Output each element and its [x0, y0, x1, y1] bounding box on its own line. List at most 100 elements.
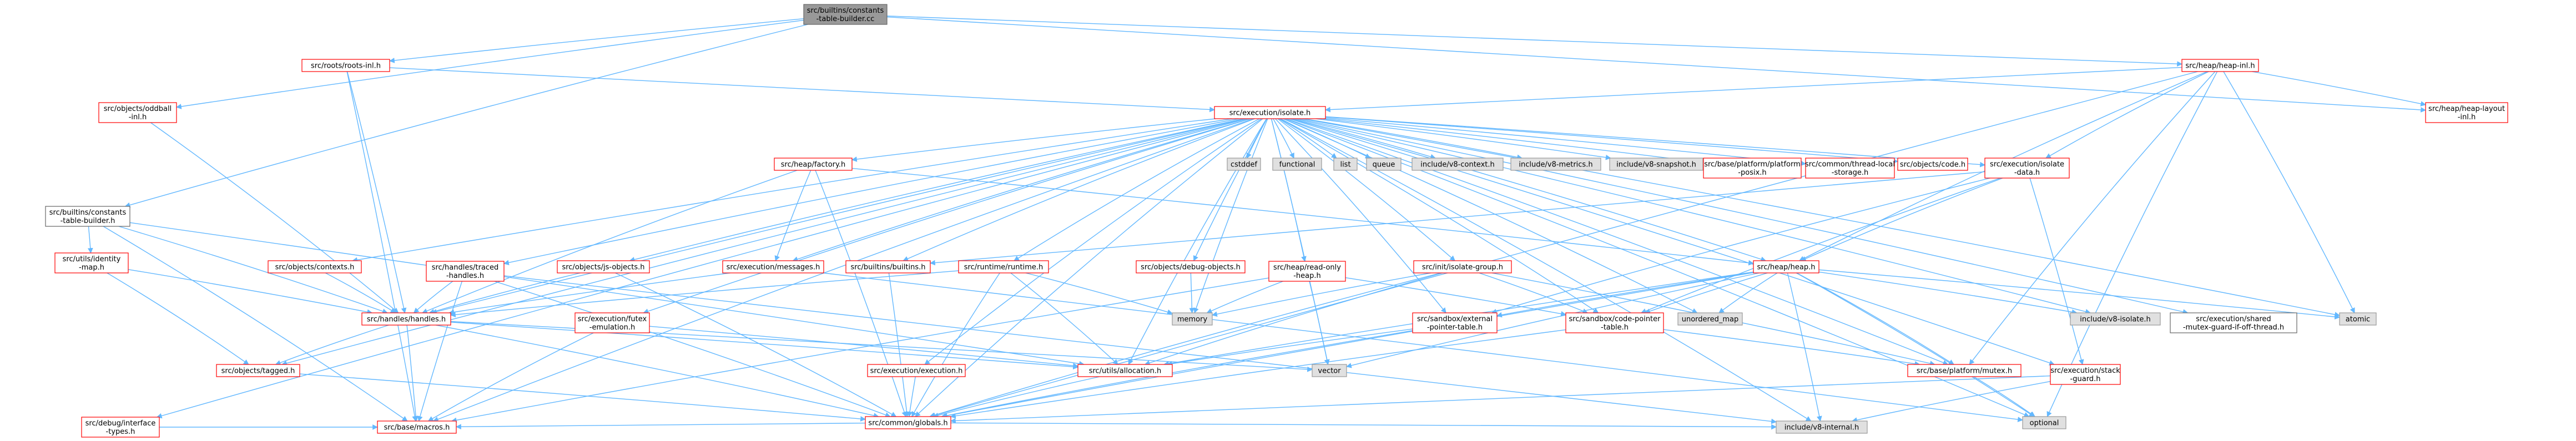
- dependency-edge: [615, 272, 897, 417]
- graph-node-v8-snapshot[interactable]: include/v8-snapshot.h: [1609, 158, 1703, 171]
- dependency-edge: [1298, 118, 2189, 315]
- dependency-edge: [1818, 271, 2078, 315]
- graph-node-code-h[interactable]: src/objects/code.h: [1897, 158, 1968, 171]
- node-box: [377, 420, 457, 434]
- graph-node-isolate-group[interactable]: src/init/isolate-group.h: [1413, 260, 1512, 273]
- node-label: src/objects/oddball: [104, 105, 172, 113]
- graph-node-v8-metrics[interactable]: include/v8-metrics.h: [1510, 158, 1601, 171]
- node-box: [54, 252, 129, 273]
- node-label: src/handles/traced: [432, 263, 499, 272]
- node-box: [1565, 312, 1664, 333]
- graph-node-read-only-heap[interactable]: src/heap/read-only-heap.h: [1268, 261, 1346, 282]
- node-box: [2425, 102, 2508, 123]
- graph-node-functional[interactable]: functional: [1272, 158, 1322, 171]
- graph-node-heap-inl[interactable]: src/heap/heap-inl.h: [2181, 59, 2259, 72]
- dependency-edge: [450, 270, 959, 318]
- dependency-edge: [1290, 118, 1767, 262]
- graph-node-root[interactable]: src/builtins/constants-table-builder.cc: [803, 4, 888, 25]
- node-label: src/runtime/runtime.h: [964, 263, 1043, 272]
- graph-node-builtins-h[interactable]: src/builtins/builtins.h: [845, 260, 931, 273]
- graph-node-roots-inl[interactable]: src/roots/roots-inl.h: [301, 59, 390, 72]
- node-box: [1268, 261, 1346, 282]
- graph-node-identity-map[interactable]: src/utils/identity-map.h: [54, 252, 129, 273]
- graph-node-globals-h[interactable]: src/common/globals.h: [865, 416, 951, 429]
- node-box: [774, 158, 853, 171]
- graph-node-isolate-h[interactable]: src/execution/isolate.h: [1214, 106, 1326, 119]
- graph-node-v8-internal[interactable]: include/v8-internal.h: [1776, 420, 1868, 434]
- dependency-edge: [643, 118, 1251, 314]
- graph-node-debug-interface[interactable]: src/debug/interface-types.h: [81, 417, 160, 438]
- node-label: src/base/macros.h: [384, 424, 450, 432]
- node-label: -posix.h: [1738, 169, 1766, 177]
- graph-node-debug-objects[interactable]: src/objects/debug-objects.h: [1136, 260, 1246, 273]
- dependency-edge: [1346, 272, 1760, 368]
- dependency-edge: [421, 170, 798, 314]
- dependency-edge: [432, 118, 1254, 422]
- graph-node-oddball-inl[interactable]: src/objects/oddball-inl.h: [98, 102, 177, 123]
- graph-node-v8-isolate[interactable]: include/v8-isolate.h: [2070, 312, 2161, 326]
- graph-node-isolate-data[interactable]: src/execution/isolate-data.h: [1984, 158, 2070, 179]
- node-label: queue: [1373, 161, 1395, 169]
- graph-node-v8-context[interactable]: include/v8-context.h: [1411, 158, 1504, 171]
- graph-node-tagged-h[interactable]: src/objects/tagged.h: [216, 364, 300, 377]
- node-box: [98, 102, 177, 123]
- graph-node-external-pointer[interactable]: src/sandbox/external-pointer-table.h: [1412, 312, 1498, 333]
- graph-node-shared-mutex[interactable]: src/execution/shared-mutex-guard-if-off-…: [2170, 312, 2297, 333]
- node-box: [216, 364, 300, 377]
- graph-node-stack-guard[interactable]: src/execution/stack-guard.h: [2050, 364, 2121, 385]
- node-label: src/heap/heap-layout: [2428, 105, 2505, 113]
- graph-node-execution-h[interactable]: src/execution/execution.h: [867, 364, 966, 377]
- node-box: [1677, 312, 1743, 326]
- graph-node-cstddef[interactable]: cstddef: [1227, 158, 1261, 171]
- node-label: src/builtins/constants: [807, 7, 884, 15]
- dependency-edge: [1014, 118, 1260, 261]
- graph-node-list[interactable]: list: [1333, 158, 1358, 171]
- dependency-edge: [417, 281, 463, 422]
- graph-node-atomic[interactable]: atomic: [2339, 312, 2377, 326]
- graph-node-macros-h[interactable]: src/base/macros.h: [377, 420, 457, 434]
- graph-node-optional[interactable]: optional: [2022, 416, 2066, 429]
- graph-node-heap-factory[interactable]: src/heap/factory.h: [774, 158, 853, 171]
- dependency-edge: [1479, 272, 1589, 314]
- dependency-edge: [930, 71, 2198, 418]
- dependency-edge: [413, 281, 453, 313]
- dependency-edge: [1796, 272, 1954, 365]
- dependency-edge: [150, 122, 399, 313]
- node-label: src/roots/roots-inl.h: [311, 62, 381, 70]
- node-label: src/sandbox/external: [1417, 315, 1493, 323]
- dependency-edge: [1277, 118, 1456, 261]
- node-box: [1703, 158, 1802, 179]
- dependency-edge: [929, 272, 1441, 418]
- dependency-edge: [2252, 71, 2426, 107]
- node-box: [1412, 312, 1498, 333]
- node-label: src/execution/messages.h: [727, 263, 820, 272]
- node-label: -guard.h: [2070, 375, 2101, 383]
- graph-node-vector[interactable]: vector: [1312, 364, 1347, 377]
- graph-node-traced-handles[interactable]: src/handles/traced-handles.h: [426, 261, 505, 282]
- graph-node-messages-h[interactable]: src/execution/messages.h: [722, 260, 824, 273]
- node-label: src/builtins/constants: [49, 209, 127, 217]
- graph-node-heap-h[interactable]: src/heap/heap.h: [1753, 260, 1819, 273]
- node-label: src/common/globals.h: [868, 419, 947, 428]
- dependency-edge: [1167, 328, 1413, 367]
- graph-node-unordered-map[interactable]: unordered_map: [1677, 312, 1743, 326]
- graph-node-heap-layout-inl[interactable]: src/heap/heap-layout-inl.h: [2425, 102, 2508, 123]
- graph-node-runtime-h[interactable]: src/runtime/runtime.h: [958, 260, 1049, 273]
- graph-node-handles-h[interactable]: src/handles/handles.h: [361, 312, 451, 326]
- graph-node-mutex-h[interactable]: src/base/platform/mutex.h: [1907, 364, 2022, 377]
- dependency-edge: [389, 18, 804, 63]
- node-box: [1272, 158, 1322, 171]
- graph-node-contexts-h[interactable]: src/objects/contexts.h: [268, 260, 362, 273]
- graph-node-queue[interactable]: queue: [1366, 158, 1402, 171]
- graph-node-ctb-h[interactable]: src/builtins/constants-table-builder.h: [45, 206, 130, 227]
- graph-node-platform-posix[interactable]: src/base/platform/platform-posix.h: [1703, 158, 1802, 179]
- graph-node-js-objects[interactable]: src/objects/js-objects.h: [557, 260, 650, 273]
- graph-node-thread-local[interactable]: src/common/thread-local-storage.h: [1805, 158, 1895, 179]
- graph-node-allocation-h[interactable]: src/utils/allocation.h: [1077, 364, 1173, 377]
- graph-node-memory[interactable]: memory: [1172, 312, 1213, 326]
- graph-node-futex-emulation[interactable]: src/execution/futex-emulation.h: [574, 312, 650, 333]
- dependency-edge: [851, 118, 1216, 162]
- graph-node-code-pointer[interactable]: src/sandbox/code-pointer-table.h: [1565, 312, 1664, 333]
- dependency-edge: [429, 272, 581, 315]
